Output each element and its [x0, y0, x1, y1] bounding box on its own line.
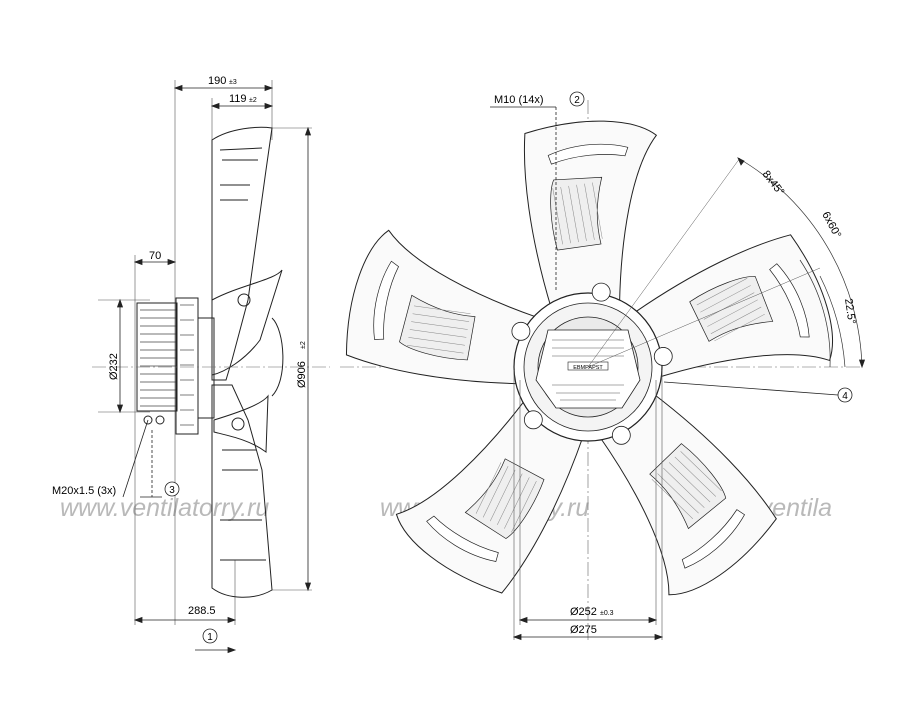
side-view: [92, 80, 330, 625]
blade: [630, 234, 833, 379]
blade: [598, 391, 777, 596]
watermark-text-1: www.ventilatorry.ru: [60, 494, 269, 522]
thread-note: M20x1.5 (3x): [52, 485, 116, 497]
svg-text:3: 3: [169, 485, 175, 496]
callout-3: 3: [164, 481, 180, 497]
side-view-dimension-text: 190 ±3 119 ±2 70 Ø232 Ø906 ±2 288.5 M20x…: [52, 75, 308, 617]
dim-motor-diameter: Ø232: [108, 353, 120, 380]
hub-lug: [591, 282, 611, 302]
dim-overall-length: 288.5: [188, 605, 216, 617]
hub-lug: [653, 347, 673, 366]
angle-22-5: 22.5°: [842, 298, 857, 325]
angle-6x60: 6x60°: [819, 210, 843, 241]
side-view-dimensions: [116, 84, 312, 654]
dim-bolt-circle: Ø252: [570, 606, 597, 618]
callout-1: 1: [202, 628, 218, 644]
hub-lug: [611, 425, 631, 445]
hub-lug: [523, 410, 543, 430]
callout-4: 4: [837, 387, 853, 403]
blade: [523, 120, 658, 311]
dim-outer-diameter-tol: ±2: [300, 341, 307, 349]
dim-depth-hub: 119: [229, 93, 247, 105]
blade: [345, 229, 539, 385]
angle-8x45: 8x45°: [760, 168, 787, 198]
svg-text:2: 2: [574, 95, 580, 106]
dim-depth-total-tol: ±3: [229, 79, 237, 86]
dim-bolt-circle-tol: ±0.3: [600, 610, 614, 617]
blade: [395, 398, 585, 594]
callout-2: 2: [569, 91, 585, 107]
dim-depth-hub-tol: ±2: [249, 97, 257, 104]
bolt-note: M10 (14x): [494, 94, 544, 106]
dim-depth-total: 190: [208, 75, 226, 87]
front-view: EBMPAPST M10 (14x): [340, 91, 866, 641]
svg-text:4: 4: [842, 391, 848, 402]
dim-outer-diameter: Ø906: [296, 361, 308, 388]
dim-flange-diameter: Ø275: [570, 624, 597, 636]
svg-text:1: 1: [207, 632, 213, 643]
hub-lug: [511, 321, 531, 341]
dim-motor-depth: 70: [149, 250, 161, 262]
hub-mounting-lugs: [511, 282, 673, 445]
motor-label: EBMPAPST: [573, 365, 603, 371]
impeller-blades: [345, 120, 833, 596]
